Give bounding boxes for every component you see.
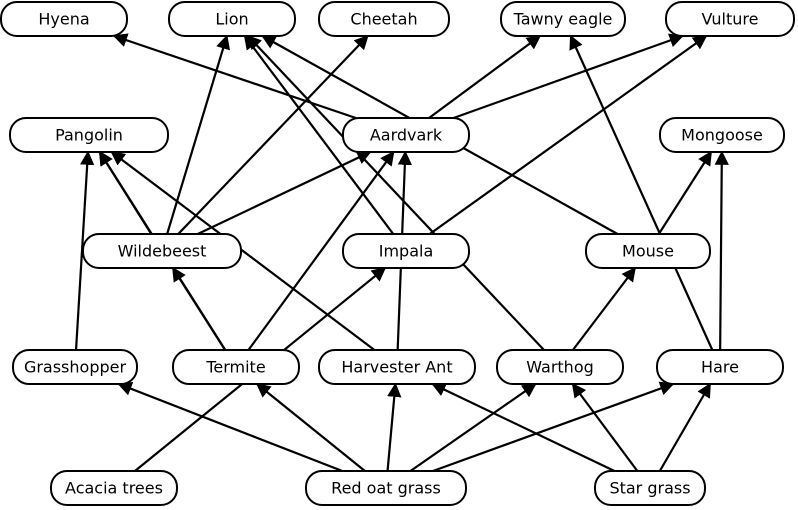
node-wildebeest: Wildebeest (82, 233, 242, 269)
node-aardvark: Aardvark (342, 117, 470, 153)
node-label: Harvester Ant (341, 358, 452, 377)
node-mongoose: Mongoose (659, 117, 785, 153)
node-label: Cheetah (350, 10, 417, 29)
node-harvester-ant: Harvester Ant (318, 349, 476, 385)
node-label: Mouse (622, 242, 674, 261)
edge-wildebeest-to-cheetah (177, 34, 369, 235)
edge-hare-to-mongoose (714, 150, 729, 351)
node-hare: Hare (656, 349, 784, 385)
node-box (500, 1, 626, 37)
node-mouse: Mouse (585, 233, 711, 269)
edge-termite-to-wildebeest (171, 266, 227, 351)
node-pangolin: Pangolin (9, 117, 169, 153)
node-box (318, 349, 476, 385)
node-lion: Lion (168, 1, 296, 37)
node-label: Tawny eagle (513, 10, 613, 29)
node-tawny-eagle: Tawny eagle (500, 1, 626, 37)
node-box (318, 1, 450, 37)
edge-red-oat-grass-to-harvester-ant (386, 382, 402, 472)
node-box (342, 233, 470, 269)
edge-harvester-ant-to-pangolin (110, 151, 376, 351)
edge-star-grass-to-warthog (571, 382, 639, 472)
node-label: Red oat grass (331, 479, 441, 498)
edge-star-grass-to-hare (658, 382, 712, 472)
node-label: Aardvark (370, 126, 443, 145)
node-box (50, 470, 178, 506)
node-acacia-trees: Acacia trees (50, 470, 178, 506)
edge-impala-to-vulture (429, 35, 708, 235)
edge-warthog-to-mouse (572, 266, 636, 351)
node-box (659, 117, 785, 153)
node-label: Vulture (702, 10, 759, 29)
node-box (496, 349, 624, 385)
node-box (82, 233, 242, 269)
node-star-grass: Star grass (594, 470, 706, 506)
node-hyena: Hyena (0, 1, 128, 37)
node-box (665, 1, 795, 37)
edge-aardvark-to-tawny-eagle (428, 35, 542, 119)
node-box (9, 117, 169, 153)
node-grasshopper: Grasshopper (12, 349, 138, 385)
edge-red-oat-grass-to-grasshopper (117, 382, 343, 473)
node-label: Warthog (526, 358, 594, 377)
node-impala: Impala (342, 233, 470, 269)
node-box (172, 349, 300, 385)
node-label: Star grass (609, 479, 690, 498)
edge-red-oat-grass-to-hare (432, 381, 675, 473)
edge-hare-to-tawny-eagle (569, 34, 714, 351)
node-red-oat-grass: Red oat grass (305, 470, 467, 506)
edge-termite-to-aardvark (247, 150, 395, 351)
node-label: Pangolin (55, 126, 123, 145)
node-termite: Termite (172, 349, 300, 385)
node-label: Hyena (38, 10, 89, 29)
node-box (656, 349, 784, 385)
edge-red-oat-grass-to-warthog (409, 383, 537, 472)
node-label: Wildebeest (118, 242, 207, 261)
node-box (342, 117, 470, 153)
node-label: Termite (205, 358, 265, 377)
node-box (594, 470, 706, 506)
node-box (12, 349, 138, 385)
node-box (168, 1, 296, 37)
node-label: Lion (215, 10, 248, 29)
node-cheetah: Cheetah (318, 1, 450, 37)
edge-aardvark-to-vulture (453, 33, 684, 120)
edge-star-grass-to-harvester-ant (431, 383, 615, 472)
edge-mouse-to-mongoose (657, 150, 713, 235)
node-label: Acacia trees (65, 479, 163, 498)
node-label: Impala (379, 242, 434, 261)
edge-warthog-to-lion (247, 34, 545, 351)
node-box (305, 470, 467, 506)
edge-red-oat-grass-to-termite (255, 383, 366, 472)
edge-aardvark-to-hyena (112, 33, 357, 120)
node-box (0, 1, 128, 37)
edge-impala-to-lion (243, 34, 395, 235)
node-vulture: Vulture (665, 1, 795, 37)
node-warthog: Warthog (496, 349, 624, 385)
node-box (585, 233, 711, 269)
node-label: Grasshopper (24, 358, 127, 377)
node-label: Hare (701, 358, 739, 377)
node-label: Mongoose (681, 126, 763, 145)
edge-wildebeest-to-lion (166, 34, 230, 235)
edge-wildebeest-to-aardvark (197, 151, 372, 235)
